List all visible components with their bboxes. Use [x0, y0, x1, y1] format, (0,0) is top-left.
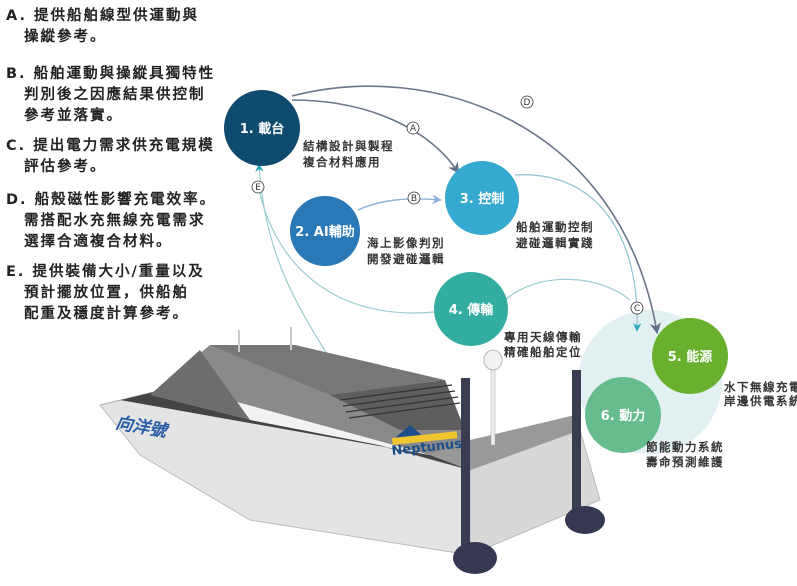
note-b-line-2: 判別後之因應結果供控制	[24, 87, 206, 103]
node-platform-desc-2: 複合材料應用	[302, 155, 381, 169]
note-d-line-1: D. 船殼磁性影響充電效率。	[6, 192, 217, 208]
arrow-label-e: E	[251, 180, 265, 194]
note-e-line-1: E. 提供裝備大小/重量以及	[6, 264, 205, 280]
node-control-desc-1: 船舶運動控制	[516, 220, 594, 234]
node-transmission-desc-2: 精確船舶定位	[504, 345, 582, 359]
note-a-line-1: A. 提供船舶線型供運動與	[6, 8, 200, 24]
note-d-line-3: 選擇合適複合材料。	[24, 234, 173, 250]
node-control-desc-2: 避碰邏輯實踐	[516, 236, 594, 250]
arrow-d	[291, 85, 661, 335]
svg-text:D: D	[524, 98, 531, 108]
node-energy-desc-2: 岸邊供電系統	[724, 394, 797, 408]
note-d: D. 船殼磁性影響充電效率。 需搭配水充無線充電需求 選擇合適複合材料。	[6, 190, 216, 253]
note-a-line-2: 操縱參考。	[24, 29, 107, 45]
node-ai-assist[interactable]: 2. AI輔助	[290, 196, 360, 266]
arrow-label-c: C	[630, 301, 644, 315]
arrow-e	[255, 163, 341, 376]
svg-text:2. AI輔助: 2. AI輔助	[295, 224, 354, 240]
svg-text:6. 動力: 6. 動力	[601, 408, 646, 424]
arrow-a	[291, 99, 460, 174]
note-a: A. 提供船舶線型供運動與 操縱參考。	[6, 6, 199, 48]
svg-text:A: A	[410, 124, 417, 134]
svg-text:B: B	[411, 194, 417, 204]
node-control[interactable]: 3. 控制	[445, 161, 519, 235]
note-b-line-1: B. 船舶運動與操縱具獨特性	[6, 66, 216, 82]
arrow-label-a: A	[406, 121, 420, 135]
connector-transmission-platform	[258, 189, 435, 314]
node-ai-desc-1: 海上影像判別	[367, 236, 445, 250]
node-power[interactable]: 6. 動力	[585, 377, 661, 453]
node-ai-desc-2: 開發避碰邏輯	[367, 252, 445, 266]
arrow-b	[357, 194, 442, 211]
note-e: E. 提供裝備大小/重量以及 預計擺放位置，供船舶 配重及穩度計算參考。	[6, 262, 205, 325]
note-c: C. 提出電力需求供充電規模 評估參考。	[6, 136, 215, 178]
connector-transmission-energy	[504, 278, 631, 301]
svg-text:1. 載台: 1. 載台	[240, 121, 285, 137]
antenna-icon	[490, 364, 496, 446]
note-c-line-1: C. 提出電力需求供充電規模	[6, 138, 215, 154]
note-d-line-2: 需搭配水充無線充電需求	[24, 213, 206, 229]
note-e-line-2: 預計擺放位置，供船舶	[24, 285, 189, 301]
node-platform-desc-1: 結構設計與製程	[303, 139, 394, 153]
thruster-left-icon	[461, 378, 470, 548]
arrow-label-b: B	[407, 191, 421, 205]
node-platform[interactable]: 1. 載台	[224, 90, 300, 166]
svg-text:E: E	[255, 183, 261, 193]
neptunus-logo: Neptunus	[391, 437, 463, 459]
svg-text:3. 控制: 3. 控制	[460, 191, 505, 207]
svg-text:5. 能源: 5. 能源	[668, 349, 713, 365]
node-energy[interactable]: 5. 能源	[652, 318, 728, 394]
node-power-desc-2: 壽命預測維護	[646, 455, 724, 469]
boat-illustration	[99, 327, 605, 574]
node-transmission-desc-1: 專用天線傳輸	[504, 330, 582, 344]
note-e-line-3: 配重及穩度計算參考。	[24, 306, 189, 322]
svg-text:C: C	[634, 304, 640, 314]
note-c-line-2: 評估參考。	[24, 159, 107, 175]
node-transmission[interactable]: 4. 傳輸	[434, 272, 508, 346]
node-energy-desc-1: 水下無線充電	[724, 380, 797, 394]
note-b-line-3: 參考並落實。	[24, 108, 123, 124]
node-power-desc-1: 節能動力系統	[645, 440, 724, 454]
thruster-right-icon	[572, 370, 581, 515]
note-b: B. 船舶運動與操縱具獨特性 判別後之因應結果供控制 參考並落實。	[6, 64, 215, 127]
arrow-label-d: D	[520, 95, 534, 109]
svg-text:4. 傳輸: 4. 傳輸	[449, 302, 495, 318]
arrow-c	[514, 174, 642, 332]
